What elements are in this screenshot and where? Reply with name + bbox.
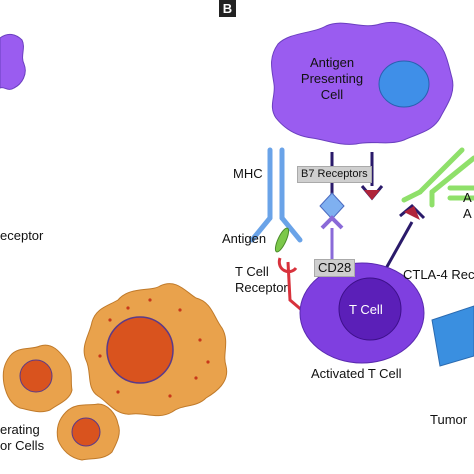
tcr-label-line1: T Cell	[235, 264, 269, 279]
tumor-cell-dots	[98, 298, 210, 398]
antigen-label: Antigen	[222, 231, 267, 246]
ctla4-label: CTLA-4 Rec	[403, 267, 474, 282]
apc-nucleus	[378, 60, 430, 108]
b7-receptor-red	[360, 152, 384, 201]
small-tumor-nucleus-bottom	[71, 417, 101, 447]
tumor-block	[431, 305, 474, 367]
mhc-receptor	[249, 147, 303, 243]
activated-t-cell-label: Activated T Cell	[311, 366, 402, 381]
mhc-label: MHC	[233, 166, 263, 181]
left-cell-fragment	[0, 33, 26, 90]
anti-ctla4-antibody	[401, 147, 474, 208]
ctla4-receptor	[382, 203, 426, 273]
left-receptor-label: eceptor	[0, 228, 44, 243]
small-tumor-nucleus-left	[19, 359, 53, 393]
apc-label-line1: Antigen	[309, 55, 355, 70]
proliferating-cells-label: erating or Cells	[0, 422, 44, 454]
tcr-label-line2: Receptor	[235, 280, 288, 295]
apc-label: Antigen Presenting Cell	[292, 55, 372, 103]
apc-label-line3: Cell	[320, 87, 344, 102]
right-antibody-line2: A	[463, 206, 472, 221]
b7-receptors-label: B7 Receptors	[297, 166, 372, 183]
apc-label-line2: Presenting	[300, 71, 364, 86]
right-antibody-label: A A	[463, 190, 472, 222]
antigen-presenting-cell	[271, 22, 454, 145]
t-cell-label: T Cell	[349, 302, 383, 317]
tumor-label: Tumor	[430, 412, 468, 427]
t-cell-nucleus	[338, 277, 402, 341]
right-antibody-line1: A	[463, 190, 472, 205]
tcr-label: T Cell Receptor	[235, 264, 288, 296]
proliferating-label-line2: or Cells	[0, 438, 45, 453]
proliferating-label-line1: erating	[0, 422, 40, 437]
t-cell-receptor	[277, 257, 305, 314]
large-tumor-nucleus	[106, 316, 174, 384]
antigen-peptide	[274, 227, 290, 253]
panel-b-badge: B	[219, 0, 236, 17]
b7-receptor-stem	[319, 152, 345, 220]
cd28-label: CD28	[314, 259, 356, 277]
